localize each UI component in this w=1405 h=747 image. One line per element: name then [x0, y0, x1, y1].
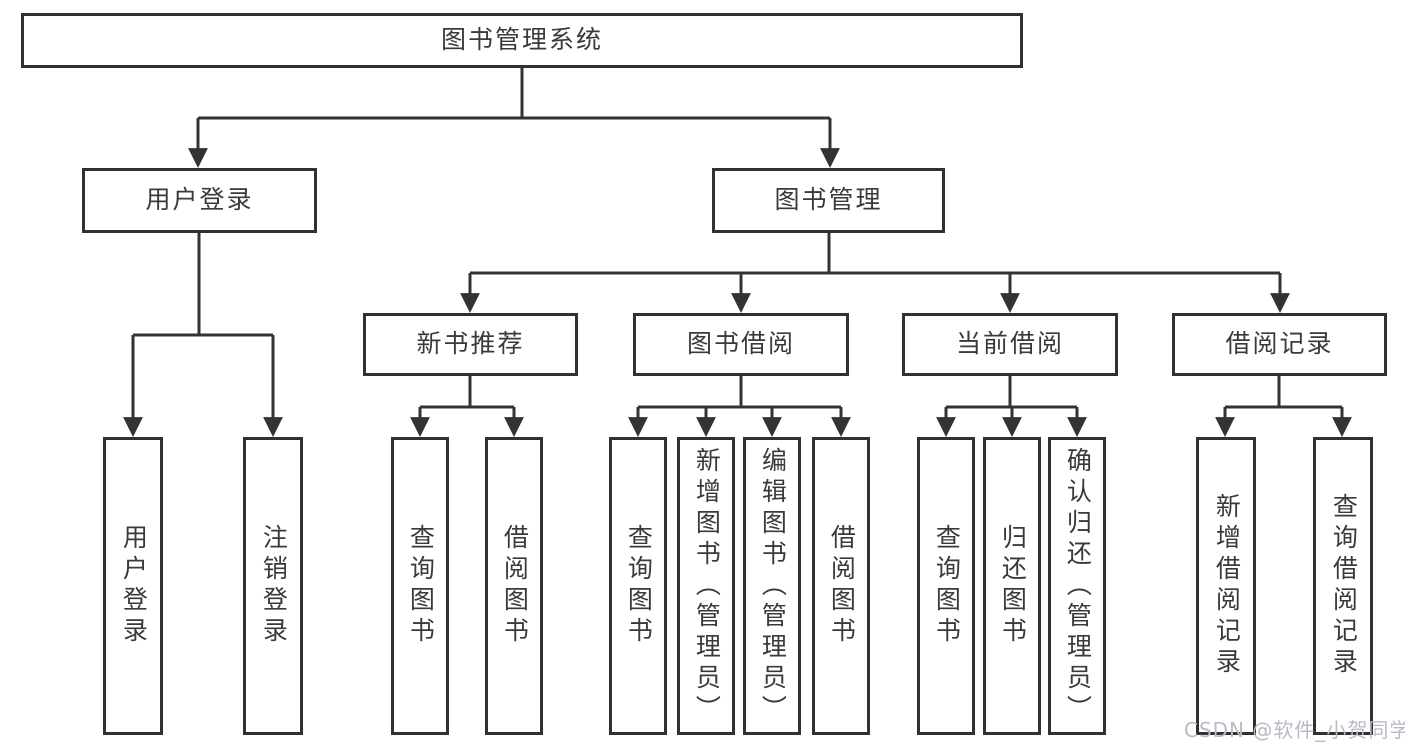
- node-book-management-label: 图书管理: [774, 185, 883, 215]
- node-new-book-recommend-label: 新书推荐: [416, 329, 525, 359]
- leaf-query-books-borrowing-label: 查询图书: [624, 524, 654, 648]
- leaf-logout: 注销登录: [243, 437, 303, 735]
- leaf-user-login-label: 用户登录: [119, 524, 149, 648]
- leaf-query-books-recommend: 查询图书: [391, 437, 449, 735]
- leaf-confirm-return-admin: 确认归还（管理员）: [1048, 437, 1106, 735]
- leaf-borrow-books-borrowing-label: 借阅图书: [827, 524, 857, 648]
- node-book-borrowing: 图书借阅: [633, 313, 849, 376]
- connector-borrowing-records-children: [1215, 376, 1352, 437]
- node-borrowing-records: 借阅记录: [1172, 313, 1387, 376]
- leaf-query-books-recommend-label: 查询图书: [406, 524, 436, 648]
- leaf-borrow-books-recommend: 借阅图书: [485, 437, 543, 735]
- leaf-edit-books-admin: 编辑图书（管理员）: [743, 437, 801, 735]
- leaf-query-books-current: 查询图书: [917, 437, 975, 735]
- leaf-user-login: 用户登录: [103, 437, 163, 735]
- node-book-management: 图书管理: [712, 168, 945, 233]
- leaf-add-borrow-record: 新增借阅记录: [1196, 437, 1256, 735]
- node-new-book-recommend: 新书推荐: [363, 313, 578, 376]
- leaf-query-books-borrowing: 查询图书: [609, 437, 667, 735]
- connector-new-book-recommend-children: [410, 376, 524, 437]
- node-book-borrowing-label: 图书借阅: [686, 329, 795, 359]
- connector-book-management-children: [460, 233, 1290, 313]
- leaf-confirm-return-admin-label: 确认归还（管理员）: [1063, 446, 1093, 726]
- node-current-borrowing-label: 当前借阅: [955, 329, 1064, 359]
- node-current-borrowing: 当前借阅: [902, 313, 1118, 376]
- connector-current-borrowing-children: [936, 376, 1087, 437]
- leaf-edit-books-admin-label: 编辑图书（管理员）: [758, 446, 788, 726]
- csdn-watermark: CSDN @软件_小贺同学: [1184, 718, 1405, 742]
- leaf-query-borrow-record: 查询借阅记录: [1313, 437, 1373, 735]
- leaf-borrow-books-recommend-label: 借阅图书: [500, 524, 530, 648]
- connector-root-to-level1: [188, 68, 840, 168]
- leaf-logout-label: 注销登录: [259, 524, 289, 648]
- leaf-query-books-current-label: 查询图书: [932, 524, 962, 648]
- leaf-query-borrow-record-label: 查询借阅记录: [1329, 493, 1359, 679]
- node-library-management-system: 图书管理系统: [21, 13, 1023, 68]
- node-library-management-system-label: 图书管理系统: [440, 25, 603, 55]
- leaf-add-books-admin: 新增图书（管理员）: [677, 437, 735, 735]
- node-user-login-label: 用户登录: [145, 185, 254, 215]
- connector-user-login-children: [123, 233, 283, 437]
- node-borrowing-records-label: 借阅记录: [1225, 329, 1334, 359]
- leaf-return-books: 归还图书: [983, 437, 1041, 735]
- connector-book-borrowing-children: [628, 376, 851, 437]
- node-user-login: 用户登录: [82, 168, 317, 233]
- leaf-add-borrow-record-label: 新增借阅记录: [1212, 493, 1242, 679]
- leaf-return-books-label: 归还图书: [998, 524, 1028, 648]
- leaf-borrow-books-borrowing: 借阅图书: [812, 437, 870, 735]
- leaf-add-books-admin-label: 新增图书（管理员）: [692, 446, 722, 726]
